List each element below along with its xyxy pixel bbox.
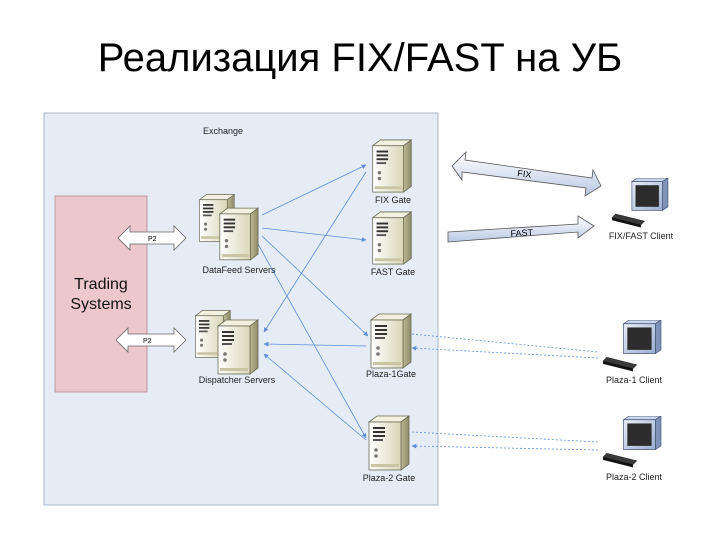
p2-label-bottom: P2 [143,338,152,345]
line-plaza2-client-in [411,443,599,451]
datafeed-servers: DataFeed Servers [199,194,276,275]
dispatcher-servers: Dispatcher Servers [195,310,276,385]
server-icon [372,211,412,265]
line-plaza2-client-out [411,431,599,443]
p2-label-top: P2 [148,236,157,243]
fix-arrow-label: FIX [517,168,532,180]
connection-lines [257,164,599,451]
trading-systems-line1: Trading [74,276,128,293]
fast-gate-label: FAST Gate [371,267,415,277]
computer-icon [611,178,669,228]
server-icon [217,319,259,375]
p2-arrow-top: P2 [117,225,187,251]
plaza1-gate-label: Plaza-1Gate [366,369,416,379]
line-plaza1-client-in [411,345,599,359]
line-plaza1-client-out [411,333,599,353]
line-datafeed-plaza1 [261,235,369,337]
exchange-label: Exchange [203,126,243,136]
dispatcher-servers-label: Dispatcher Servers [199,375,276,385]
trading-systems-box [54,195,148,393]
server-icon [219,207,259,261]
server-icon [372,139,412,193]
page-title: Реализация FIX/FAST на УБ [97,36,623,80]
plaza2-gate: Plaza-2 Gate [363,415,416,483]
plaza2-client-label: Plaza-2 Client [606,472,663,482]
fast-arrow-label: FAST [510,227,534,239]
fixfast-client-label: FIX/FAST Client [609,231,674,241]
fast-gate: FAST Gate [371,211,415,277]
fix-arrow: FIX [451,150,602,197]
computer-icon [602,416,662,468]
p2-arrow-bottom: P2 [115,327,187,353]
line-datafeed-plaza2 [257,243,367,439]
plaza2-gate-label: Plaza-2 Gate [363,473,416,483]
fix-gate: FIX Gate [372,139,412,205]
computer-icon [602,320,662,372]
fast-arrow: FAST [447,215,595,243]
fix-gate-label: FIX Gate [375,195,411,205]
fixfast-client: FIX/FAST Client [609,178,674,241]
line-plaza1-dispatcher [263,341,367,347]
plaza1-client: Plaza-1 Client [602,320,663,385]
server-icon [370,313,412,369]
plaza2-client: Plaza-2 Client [602,416,663,482]
datafeed-servers-label: DataFeed Servers [202,265,276,275]
line-datafeed-fix [261,164,367,216]
line-plaza2-dispatcher [263,353,367,441]
plaza1-client-label: Plaza-1 Client [606,375,663,385]
server-icon [368,415,410,471]
line-fix-dispatcher [263,171,367,333]
trading-systems-line2: Systems [70,296,131,313]
line-datafeed-fast [261,227,367,242]
plaza1-gate: Plaza-1Gate [366,313,416,379]
